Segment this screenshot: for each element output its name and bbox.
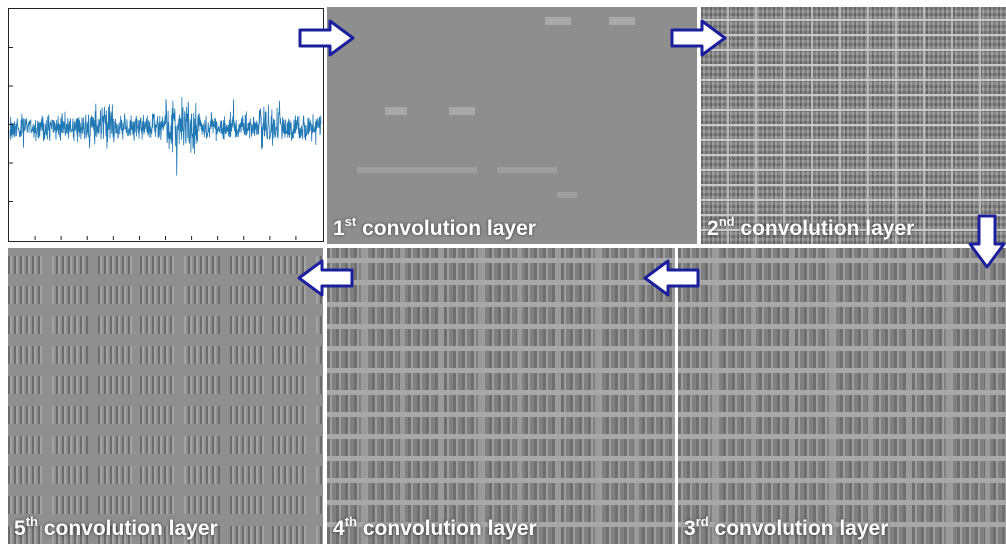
feature-patch	[609, 17, 635, 25]
signal-trace	[9, 97, 322, 176]
layer-3-feature-maps: 3rd convolution layer	[678, 248, 1006, 544]
input-signal-plot	[8, 8, 324, 242]
arrow-left-icon	[297, 259, 354, 297]
layer-3-label: 3rd convolution layer	[684, 514, 889, 540]
feature-patch	[557, 192, 577, 198]
layer-2-feature-maps: 2nd convolution layer	[701, 7, 1006, 244]
layer-5-label: 5th convolution layer	[14, 514, 218, 540]
feature-patch	[385, 107, 407, 115]
layer-4-label: 4th convolution layer	[333, 514, 537, 540]
feature-patch	[497, 167, 557, 173]
layer-1-label: 1st convolution layer	[333, 214, 536, 240]
arrow-right-icon	[298, 19, 355, 57]
feature-patch	[545, 17, 571, 25]
feature-patch	[357, 167, 477, 173]
arrow-right-icon	[670, 19, 727, 57]
layer-2-label: 2nd convolution layer	[707, 214, 915, 240]
layer-5-feature-maps: 5th convolution layer	[8, 248, 323, 544]
feature-patch	[449, 107, 475, 115]
signal-waveform	[9, 47, 322, 240]
arrow-down-icon	[968, 214, 1006, 269]
layer-1-feature-maps: 1st convolution layer	[327, 7, 697, 244]
arrow-left-icon	[643, 259, 700, 297]
layer-4-feature-maps: 4th convolution layer	[327, 248, 675, 544]
